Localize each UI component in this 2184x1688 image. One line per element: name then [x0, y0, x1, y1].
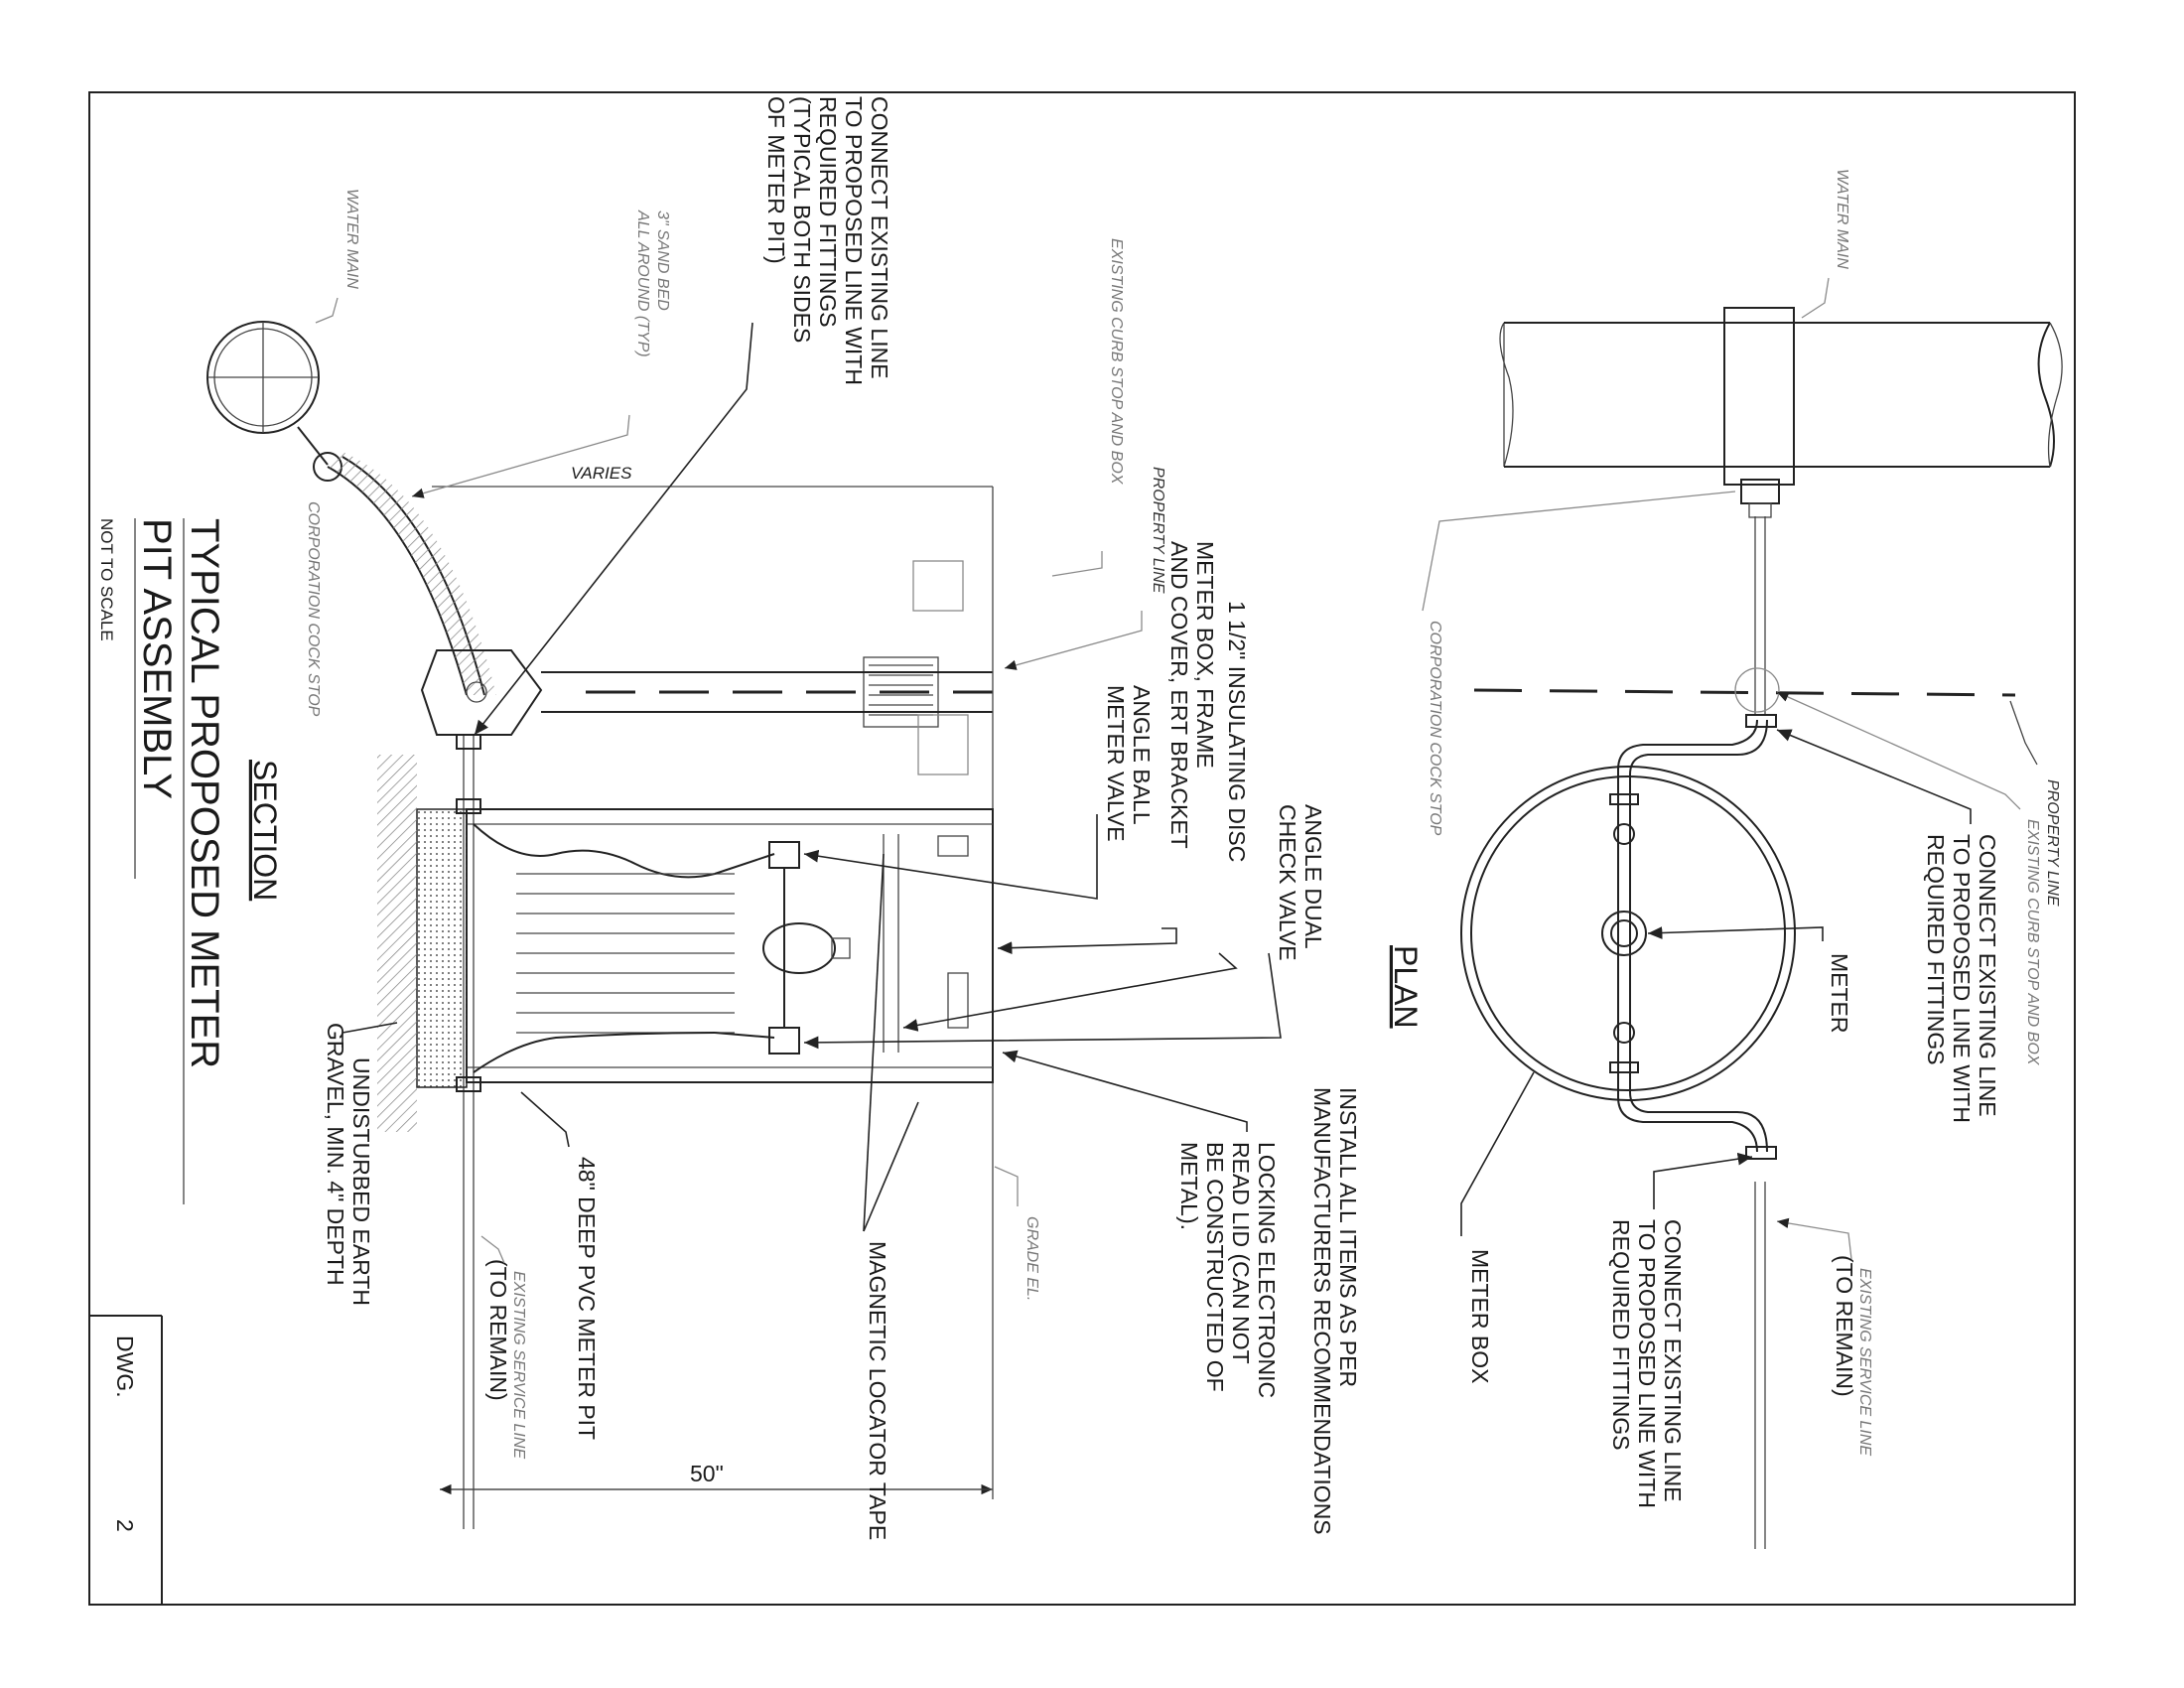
plan-meter-piping	[1601, 714, 1777, 1160]
drawing-title: TYPICAL PROPOSED METER PIT ASSEMBLY NOT …	[97, 518, 226, 1204]
section-angle-dual-label: ANGLE DUAL CHECK VALVE	[803, 804, 1326, 1050]
svg-text:EXISTING SERVICE LINE: EXISTING SERVICE LINE	[1856, 1268, 1873, 1456]
svg-text:UNDISTURBED EARTH: UNDISTURBED EARTH	[348, 1057, 374, 1306]
plan-property-line-label: PROPERTY LINE	[2044, 779, 2061, 907]
section-locking-lid-label: LOCKING ELECTRONIC READ LID (CAN NOT BE …	[1002, 1050, 1280, 1398]
plan-install-note: INSTALL ALL ITEMS AS PER MANUFACTURERS R…	[1309, 1087, 1361, 1535]
section-corp-cock-label: CORPORATION COCK STOP	[305, 501, 322, 717]
svg-text:INSTALL ALL ITEMS AS PER: INSTALL ALL ITEMS AS PER	[1335, 1087, 1361, 1387]
section-varies-label: VARIES	[571, 464, 632, 483]
svg-text:REQUIRED FITTINGS: REQUIRED FITTINGS	[1608, 1219, 1634, 1451]
dwg-number: 2	[112, 1519, 138, 1532]
svg-text:TO PROPOSED LINE WITH: TO PROPOSED LINE WITH	[1949, 834, 1975, 1123]
plan-existing-service-note: EXISTING SERVICE LINE (TO REMAIN)	[1776, 1217, 1873, 1456]
section-meter-assembly	[762, 841, 851, 1055]
svg-text:CONNECT EXISTING LINE: CONNECT EXISTING LINE	[1660, 1219, 1686, 1502]
section-property-line-label: PROPERTY LINE	[1150, 467, 1166, 594]
svg-text:3" SAND BED: 3" SAND BED	[654, 211, 671, 311]
plan-connect-top-note: CONNECT EXISTING LINE TO PROPOSED LINE W…	[1776, 729, 2000, 1123]
svg-text:TO PROPOSED LINE WITH: TO PROPOSED LINE WITH	[841, 96, 867, 385]
title-line-2: PIT ASSEMBLY	[135, 518, 179, 799]
section-existing-curb-stop-label: EXISTING CURB STOP AND BOX	[1108, 238, 1125, 486]
svg-text:AND COVER, ERT BRACKET: AND COVER, ERT BRACKET	[1166, 541, 1192, 849]
svg-text:REQUIRED FITTINGS: REQUIRED FITTINGS	[1923, 834, 1949, 1065]
section-angle-ball-label: ANGLE BALL METER VALVE	[803, 685, 1155, 900]
plan-view	[1460, 307, 2063, 1549]
svg-text:CHECK VALVE: CHECK VALVE	[1275, 804, 1300, 961]
svg-text:ALL AROUND (TYP): ALL AROUND (TYP)	[634, 210, 651, 357]
plan-water-main-pipe	[1499, 307, 2063, 518]
section-gravel	[377, 755, 417, 1132]
svg-text:READ LID (CAN NOT: READ LID (CAN NOT	[1228, 1142, 1254, 1364]
plan-meter-label: METER	[1827, 953, 1852, 1034]
svg-text:BE CONSTRUCTED OF: BE CONSTRUCTED OF	[1202, 1142, 1228, 1392]
sheet-border	[88, 91, 2076, 1606]
svg-text:METER BOX, FRAME: METER BOX, FRAME	[1192, 541, 1218, 769]
svg-text:REQUIRED FITTINGS: REQUIRED FITTINGS	[815, 96, 841, 328]
section-pvc-pit-label: 48" DEEP PVC METER PIT	[574, 1157, 600, 1440]
plan-property-line	[1473, 688, 2016, 697]
plan-meter	[1601, 911, 1647, 956]
dwg-label: DWG.	[112, 1336, 138, 1398]
section-dimension-50: 50"	[690, 1461, 724, 1486]
section-meter	[762, 922, 836, 974]
section-water-main	[206, 321, 342, 482]
svg-text:METER VALVE: METER VALVE	[1103, 685, 1129, 842]
svg-text:EXISTING SERVICE LINE: EXISTING SERVICE LINE	[510, 1271, 527, 1459]
svg-text:MANUFACTURERS RECOMMENDATIONS: MANUFACTURERS RECOMMENDATIONS	[1309, 1087, 1335, 1535]
svg-text:(TO REMAIN): (TO REMAIN)	[485, 1259, 511, 1401]
section-grade-el-label: GRADE EL.	[1024, 1216, 1040, 1301]
svg-text:(TYPICAL BOTH SIDES: (TYPICAL BOTH SIDES	[789, 96, 815, 343]
svg-text:CONNECT EXISTING LINE: CONNECT EXISTING LINE	[1975, 834, 2000, 1117]
section-sand-bed-label: 3" SAND BED ALL AROUND (TYP)	[411, 210, 671, 498]
drawing-number-block: DWG. 2	[89, 1315, 163, 1605]
section-curb-stop	[420, 560, 969, 775]
section-coil-pipe	[473, 823, 775, 1073]
section-water-main-label: WATER MAIN	[343, 189, 360, 289]
scale-note: NOT TO SCALE	[97, 518, 116, 641]
section-sand-bed	[328, 452, 496, 695]
section-meter-pit	[377, 755, 994, 1132]
svg-text:METAL).: METAL).	[1176, 1142, 1202, 1230]
plan-labels: PLAN WATER MAIN PROPERTY LINE EXISTING C…	[1309, 169, 2061, 1535]
section-meter-box-frame-label: METER BOX, FRAME AND COVER, ERT BRACKET	[997, 541, 1218, 954]
section-connect-note: CONNECT EXISTING LINE TO PROPOSED LINE W…	[474, 96, 892, 736]
section-heading: SECTION	[247, 760, 283, 901]
svg-text:LOCKING ELECTRONIC: LOCKING ELECTRONIC	[1254, 1142, 1280, 1398]
plan-connect-bottom-note: CONNECT EXISTING LINE TO PROPOSED LINE W…	[1608, 1152, 1753, 1508]
svg-text:(TO REMAIN): (TO REMAIN)	[1832, 1255, 1857, 1397]
svg-text:GRAVEL, MIN. 4" DEPTH: GRAVEL, MIN. 4" DEPTH	[323, 1023, 348, 1286]
plan-meter-box-label: METER BOX	[1467, 1249, 1493, 1383]
svg-text:TO PROPOSED LINE WITH: TO PROPOSED LINE WITH	[1634, 1219, 1660, 1508]
section-magnetic-tape-label: MAGNETIC LOCATOR TAPE	[865, 1241, 890, 1540]
svg-text:CONNECT EXISTING LINE: CONNECT EXISTING LINE	[867, 96, 892, 379]
section-gravel-label: UNDISTURBED EARTH GRAVEL, MIN. 4" DEPTH	[323, 1022, 398, 1306]
svg-text:ANGLE BALL: ANGLE BALL	[1129, 685, 1155, 825]
section-existing-service-label: EXISTING SERVICE LINE (TO REMAIN)	[480, 1235, 527, 1459]
plan-water-main-label: WATER MAIN	[1834, 169, 1850, 269]
section-labels: SECTION CONNECT EXISTING LINE TO PROPOSE…	[247, 96, 1326, 1540]
svg-text:OF METER PIT): OF METER PIT)	[763, 96, 789, 264]
title-line-1: TYPICAL PROPOSED METER	[183, 518, 226, 1068]
plan-corp-cock-label: CORPORATION COCK STOP	[1427, 621, 1443, 836]
plan-meter-box	[1460, 766, 1796, 1101]
section-view: VARIES	[206, 321, 994, 1529]
plan-heading: PLAN	[1388, 945, 1424, 1029]
svg-text:ANGLE DUAL: ANGLE DUAL	[1300, 804, 1326, 949]
section-insulating-disc-label: 1 1/2" INSULATING DISC	[1224, 601, 1250, 862]
plan-existing-curb-stop-label: EXISTING CURB STOP AND BOX	[2024, 819, 2041, 1066]
